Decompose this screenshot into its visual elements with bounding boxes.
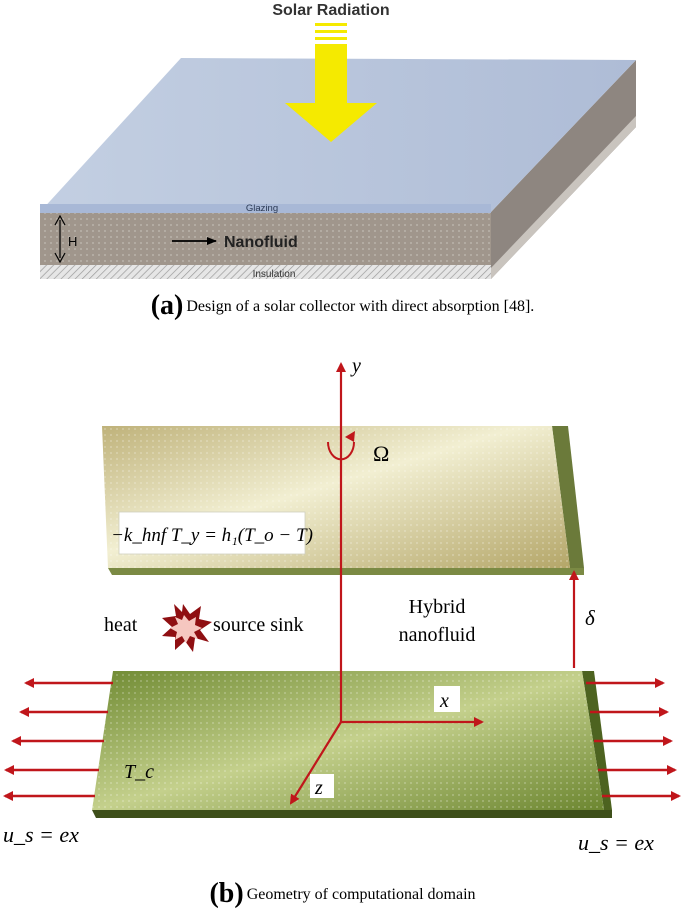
nanofluid-label: Nanofluid: [224, 234, 298, 251]
hybrid-label: Hybrid: [409, 596, 466, 618]
solar-radiation-arrow: [285, 23, 377, 142]
rotation-omega-icon: [327, 431, 355, 461]
y-axis-label: y: [350, 355, 361, 377]
lower-plate: [92, 671, 612, 818]
caption-a-text: Design of a solar collector with direct …: [186, 298, 535, 315]
solar-radiation-title: Solar Radiation: [272, 2, 389, 19]
computational-domain-diagram: y Ω −k_hnf T_y = h₁(T_o − T) heat source…: [3, 355, 681, 855]
caption-b-tag: (b): [209, 878, 244, 909]
z-axis-label: z: [314, 777, 323, 799]
delta-label: δ: [585, 606, 596, 630]
us-right-label: u_s = ex: [578, 830, 654, 855]
collector-side-wall: [491, 60, 636, 279]
boundary-condition-label: −k_hnf T_y = h₁(T_o − T): [111, 525, 313, 546]
solar-collector-diagram: Solar Radiation Glazing H Nanofluid Insu…: [40, 2, 636, 280]
heat-label: heat: [104, 614, 138, 636]
insulation-label: Insulation: [253, 269, 296, 280]
coordinate-axes: [289, 362, 484, 805]
glazing-edge: [40, 204, 491, 213]
right-stretching-arrows: [586, 678, 681, 801]
caption-b: (b)Geometry of computational domain: [0, 878, 685, 910]
left-stretching-arrows: [3, 678, 113, 801]
height-label: H: [68, 234, 77, 249]
omega-label: Ω: [373, 441, 389, 466]
glazing-label: Glazing: [246, 203, 278, 214]
z-axis-arrow: [289, 721, 342, 805]
caption-a: (a)Design of a solar collector with dire…: [0, 290, 685, 322]
caption-a-tag: (a): [150, 290, 184, 321]
heat-burst-icon: [162, 604, 212, 652]
caption-b-text: Geometry of computational domain: [246, 886, 476, 903]
source-sink-label: source sink: [213, 614, 304, 636]
tc-label: T_c: [124, 761, 154, 783]
nanofluid-label-b: nanofluid: [399, 624, 476, 646]
x-axis-label: x: [439, 690, 449, 712]
boundary-condition-box: [118, 511, 306, 555]
us-left-label: u_s = ex: [3, 822, 79, 847]
height-dimension: [54, 214, 66, 264]
